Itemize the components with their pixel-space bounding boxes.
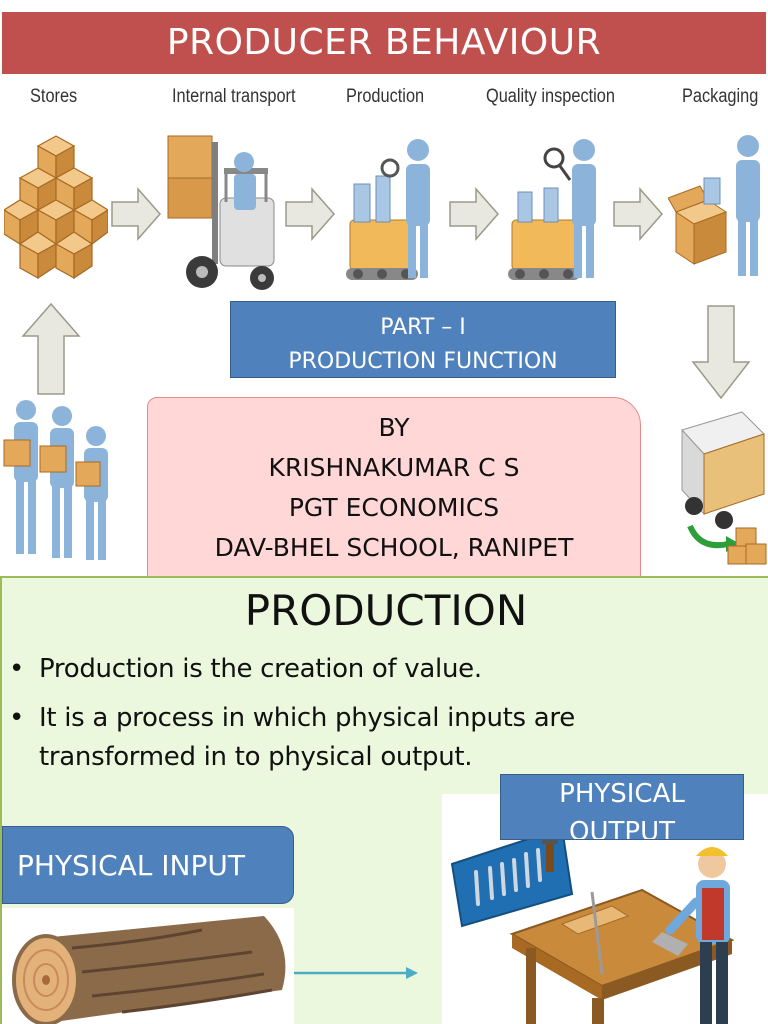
wood-log-icon [2, 908, 294, 1024]
production-machine-icon [346, 139, 430, 280]
flow-arrow-right-icon [449, 187, 499, 241]
step-label-production: Production [346, 86, 425, 107]
forklift-icon [167, 135, 275, 290]
flow-arrow-right-icon [613, 187, 663, 241]
carpenter-icon [450, 826, 735, 1024]
part-topic: PRODUCTION FUNCTION [288, 349, 558, 374]
step-label-internal-transport: Internal transport [172, 86, 296, 107]
stacked-boxes-icon [4, 135, 108, 280]
output-label-line1: PHYSICAL [559, 779, 685, 809]
slide-producer-behaviour: PRODUCER BEHAVIOUR Stores Internal trans… [2, 12, 767, 576]
bullet-list: Production is the creation of value. It … [9, 650, 724, 787]
step-label-packaging: Packaging [682, 86, 759, 107]
author-designation: PGT ECONOMICS [288, 493, 500, 522]
physical-output-label: PHYSICAL OUTPUT [500, 774, 744, 840]
input-illustration [2, 908, 294, 1024]
slide-title: PRODUCTION [244, 586, 528, 635]
author-box: BY KRISHNAKUMAR C S PGT ECONOMICS DAV-BH… [147, 397, 641, 576]
quality-inspection-icon [508, 139, 596, 280]
slide-production: PRODUCTION Production is the creation of… [0, 576, 768, 1024]
author-school: DAV-BHEL SCHOOL, RANIPET [214, 533, 574, 562]
author-by: BY [378, 413, 410, 442]
delivery-truck-icon [681, 411, 767, 565]
part-title-box: PART – I PRODUCTION FUNCTION [230, 301, 616, 378]
slide-title: PRODUCER BEHAVIOUR [2, 12, 766, 74]
flow-arrow-up-icon [21, 302, 81, 395]
bullet-item: Production is the creation of value. [9, 650, 724, 689]
bullet-item: It is a process in which physical inputs… [9, 699, 724, 777]
arrow-right-icon [294, 967, 418, 979]
step-label-quality-inspection: Quality inspection [486, 86, 615, 107]
flow-arrow-right-icon [285, 187, 335, 241]
physical-input-label: PHYSICAL INPUT [2, 826, 294, 904]
output-label-line2: OUTPUT [569, 817, 675, 840]
flow-arrow-down-icon [691, 305, 751, 400]
author-name: KRISHNAKUMAR C S [268, 453, 520, 482]
packaging-icon [668, 135, 760, 276]
workers-group-icon [3, 400, 108, 560]
step-label-stores: Stores [30, 86, 78, 107]
part-number: PART – I [380, 315, 466, 340]
flow-arrow-right-icon [111, 187, 161, 241]
output-illustration [442, 794, 768, 1024]
